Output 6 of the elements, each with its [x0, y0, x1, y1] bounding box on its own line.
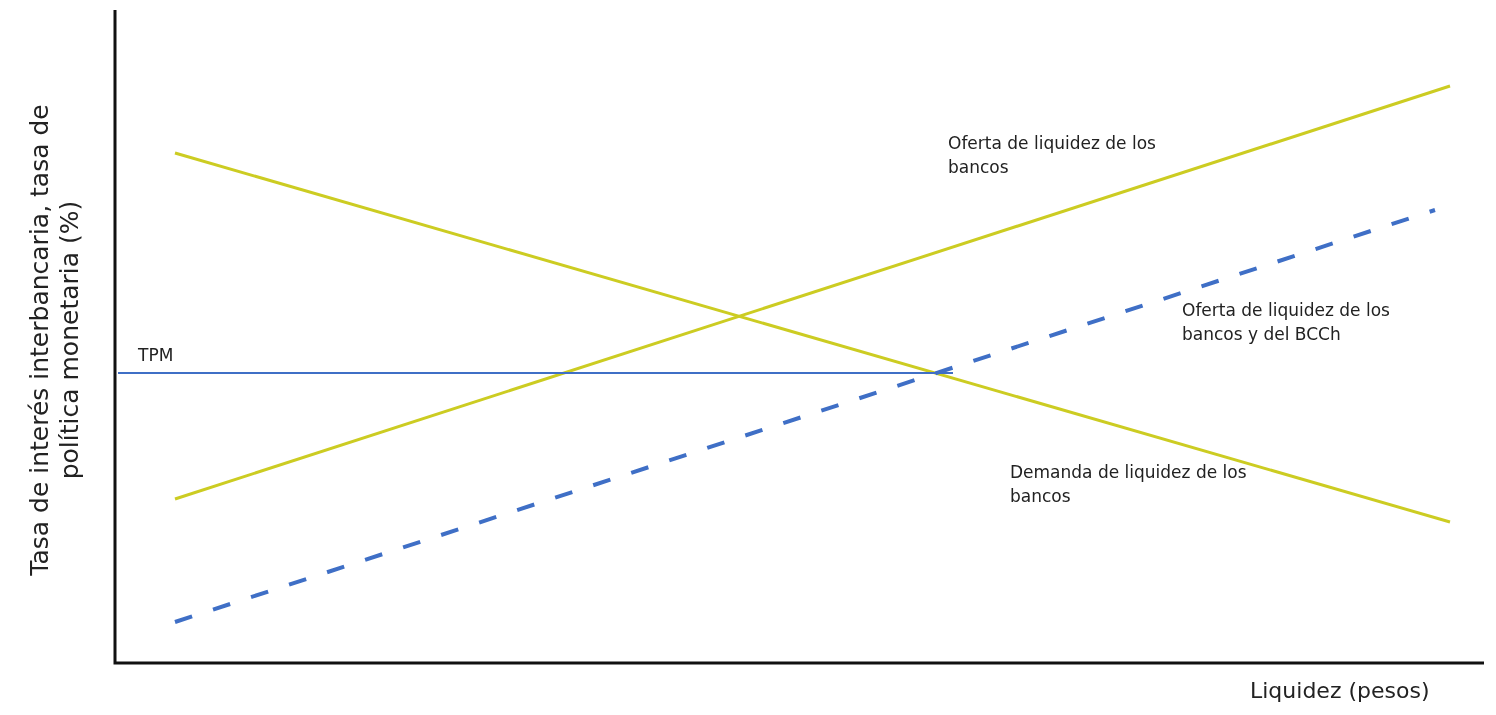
axis-title: Liquidez (pesos): [1250, 677, 1431, 705]
line-label: TPM: [138, 344, 175, 367]
curve-label: Oferta de liquidez de los bancos: [948, 132, 1157, 179]
curve-label: Oferta de liquidez de los bancos y del BCCh: [1182, 299, 1391, 346]
curve-label: Demanda de liquidez de los bancos: [1010, 461, 1248, 508]
axis-title: Tasa de interés interbancaria, tasa de política monetaria (%): [25, 103, 85, 578]
